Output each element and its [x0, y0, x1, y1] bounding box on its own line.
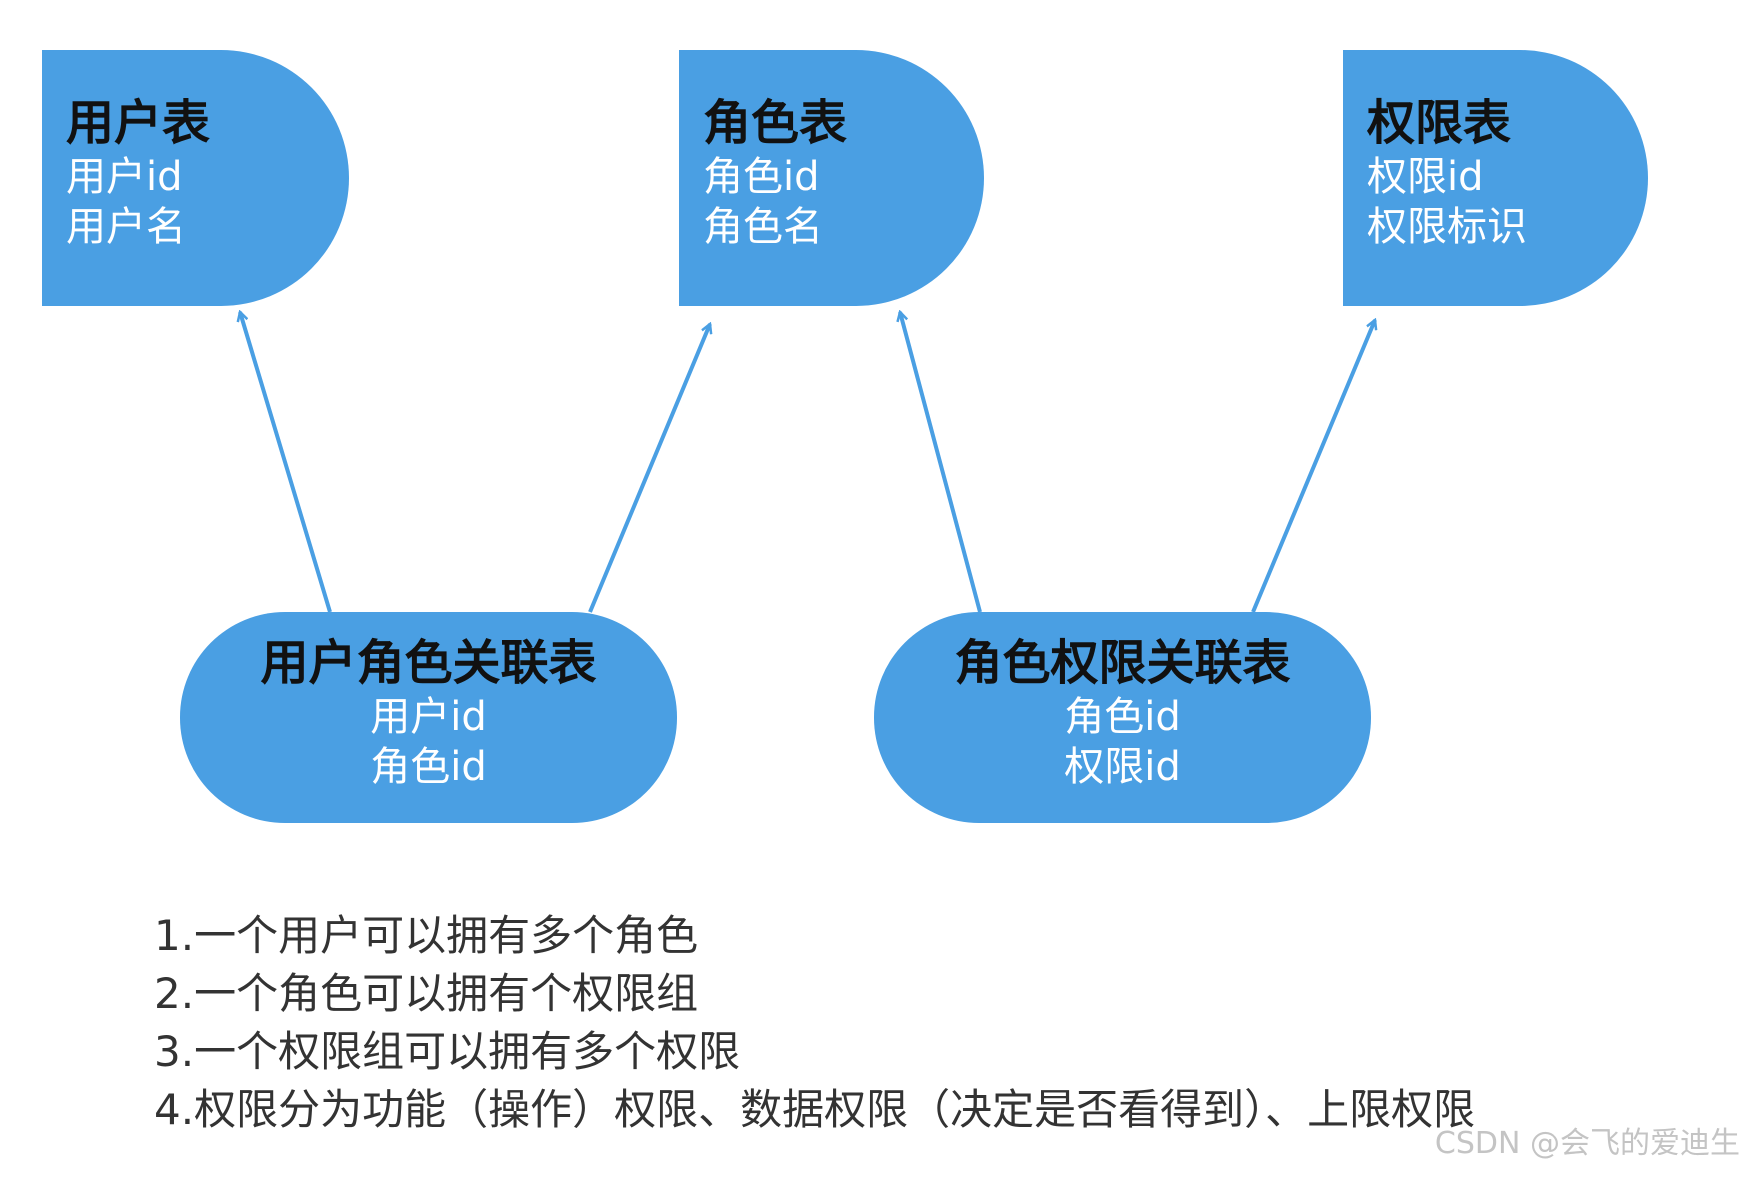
permission-table-title: 权限表: [1367, 95, 1512, 151]
user-role-table-node: 用户角色关联表 用户id 角色id: [180, 612, 677, 823]
permission-table-field-id: 权限id: [1367, 154, 1484, 200]
role-table-title: 角色表: [703, 95, 848, 151]
arrow-user-role-to-user: [240, 312, 332, 613]
role-permission-table-title: 角色权限关联表: [954, 635, 1291, 691]
role-table-node: 角色表 角色id 角色名: [679, 50, 984, 306]
role-table-field-id: 角色id: [703, 154, 820, 200]
user-role-table-field-role-id: 角色id: [370, 744, 487, 790]
role-permission-table-node: 角色权限关联表 角色id 权限id: [874, 612, 1371, 823]
user-table-field-name: 用户名: [66, 204, 186, 250]
role-permission-table-field-permission-id: 权限id: [1064, 744, 1181, 790]
note-item: 1.一个用户可以拥有多个角色: [154, 911, 699, 960]
user-role-table-field-user-id: 用户id: [370, 694, 487, 740]
permission-table-node: 权限表 权限id 权限标识: [1343, 50, 1648, 306]
arrow-user-role-to-role: [588, 324, 710, 613]
watermark: CSDN @会飞的爱迪生: [1434, 1126, 1740, 1161]
role-permission-table-field-role-id: 角色id: [1064, 694, 1181, 740]
notes-list: 1.一个用户可以拥有多个角色 2.一个角色可以拥有个权限组 3.一个权限组可以拥…: [154, 907, 1475, 1139]
user-table-node: 用户表 用户id 用户名: [42, 50, 349, 306]
user-table-title: 用户表: [66, 95, 211, 151]
user-table-field-id: 用户id: [66, 154, 183, 200]
arrow-role-permission-to-role: [900, 312, 982, 613]
note-item: 4.权限分为功能（操作）权限、数据权限（决定是否看得到）、上限权限: [154, 1085, 1476, 1134]
note-item: 3.一个权限组可以拥有多个权限: [154, 1027, 741, 1076]
user-role-table-title: 用户角色关联表: [260, 635, 597, 691]
role-table-field-name: 角色名: [703, 204, 823, 250]
arrow-role-permission-to-permission: [1251, 320, 1375, 613]
note-item: 2.一个角色可以拥有个权限组: [154, 969, 699, 1018]
permission-table-field-code: 权限标识: [1367, 204, 1527, 250]
